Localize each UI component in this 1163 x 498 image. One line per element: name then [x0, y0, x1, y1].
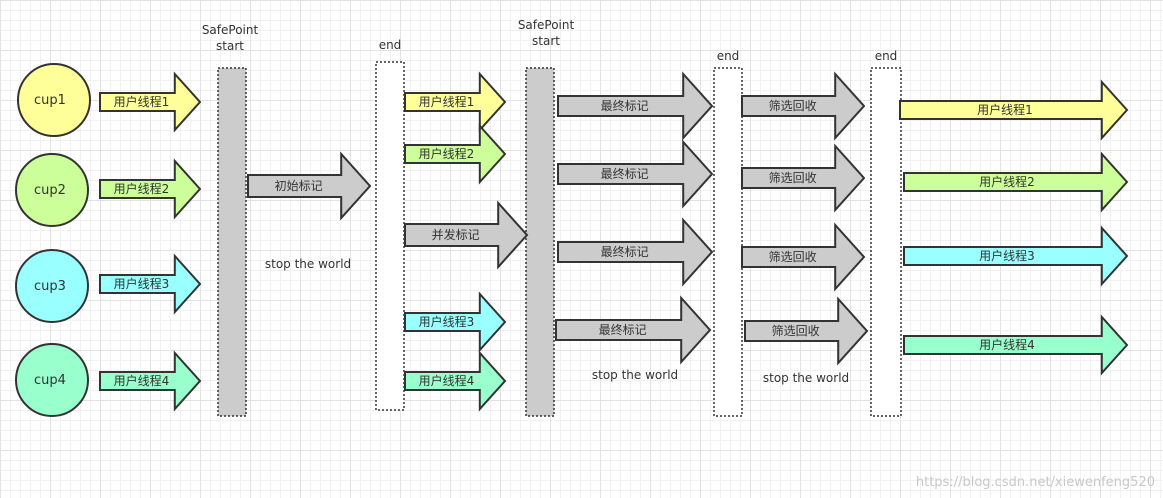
arrow-stage1-thread-1: 用户线程1	[99, 71, 202, 133]
arrow-sweep-2: 筛选回收	[741, 143, 866, 213]
arrow-final-mark-2: 最终标记	[557, 139, 714, 209]
arrow-sweep-2-label: 筛选回收	[769, 170, 817, 185]
arrow-initial-mark-label: 初始标记	[275, 179, 323, 193]
arrow-final-thread-1: 用户线程1	[899, 79, 1129, 141]
arrow-initial-mark: 初始标记	[247, 151, 372, 221]
arrow-sweep-4: 筛选回收	[744, 296, 869, 366]
cpu-label-2: cup2	[34, 183, 66, 198]
arrow-final-mark-1-label: 最终标记	[601, 98, 649, 113]
stw-label-2: stop the world	[592, 368, 678, 382]
arrow-final-mark-3-label: 最终标记	[601, 244, 649, 259]
arrow-stage3-thread-4: 用户线程4	[404, 350, 507, 412]
arrow-final-mark-1-shape	[557, 71, 714, 141]
arrow-final-mark-3: 最终标记	[557, 217, 714, 287]
stw-label-1: stop the world	[265, 257, 351, 271]
cpu-circle-3	[15, 249, 89, 323]
arrow-final-mark-4: 最终标记	[555, 295, 712, 365]
arrow-stage1-thread-2-label: 用户线程2	[114, 181, 170, 196]
arrow-stage3-thread-4-shape	[404, 350, 507, 412]
arrow-final-thread-3-label: 用户线程3	[979, 248, 1035, 263]
arrow-sweep-3: 筛选回收	[741, 222, 866, 292]
arrow-stage1-thread-1-shape	[99, 71, 202, 133]
arrow-concurrent-mark: 并发标记	[404, 200, 529, 270]
stw-label-3: stop the world	[763, 371, 849, 385]
arrow-final-thread-1-label: 用户线程1	[977, 102, 1033, 117]
arrow-final-thread-3: 用户线程3	[903, 225, 1129, 287]
arrow-sweep-4-shape	[744, 296, 869, 366]
watermark-text: https://blog.csdn.net/xiewenfeng520	[916, 475, 1155, 490]
arrow-stage1-thread-2-shape	[99, 158, 202, 220]
arrow-concurrent-mark-shape	[404, 200, 529, 270]
arrow-concurrent-mark-label: 并发标记	[432, 227, 480, 242]
safepoint-bar-2	[525, 67, 555, 417]
arrow-sweep-2-shape	[741, 143, 866, 213]
cpu-label-1: cup1	[34, 93, 66, 108]
arrow-final-mark-4-label: 最终标记	[599, 322, 647, 337]
arrow-final-thread-3-shape	[903, 225, 1129, 287]
arrow-stage3-thread-3: 用户线程3	[404, 291, 507, 353]
cpu-node-1: cup1	[17, 63, 91, 137]
arrow-stage3-thread-1-shape	[404, 71, 507, 133]
arrow-sweep-1-label: 筛选回收	[769, 98, 817, 113]
arrow-final-thread-4-label: 用户线程4	[979, 337, 1035, 352]
arrow-sweep-1-shape	[741, 71, 866, 141]
end-bar-3	[870, 67, 902, 417]
arrow-stage3-thread-3-shape	[404, 291, 507, 353]
arrow-stage1-thread-4-label: 用户线程4	[114, 373, 170, 388]
arrow-stage1-thread-4: 用户线程4	[99, 350, 202, 412]
arrow-stage1-thread-3-label: 用户线程3	[114, 276, 170, 291]
arrow-final-thread-2: 用户线程2	[903, 151, 1129, 213]
cpu-node-2: cup2	[15, 153, 89, 227]
arrow-final-mark-1: 最终标记	[557, 71, 714, 141]
end-label-1: end	[379, 38, 402, 52]
arrow-final-mark-3-shape	[557, 217, 714, 287]
arrow-final-thread-1-shape	[899, 79, 1129, 141]
cpu-label-4: cup4	[34, 373, 66, 388]
arrow-sweep-3-label: 筛选回收	[769, 249, 817, 264]
cpu-node-4: cup4	[15, 343, 89, 417]
arrow-stage3-thread-1: 用户线程1	[404, 71, 507, 133]
arrow-stage1-thread-1-label: 用户线程1	[114, 94, 170, 109]
arrow-stage3-thread-3-label: 用户线程3	[419, 314, 475, 329]
arrow-stage3-thread-4-label: 用户线程4	[419, 373, 475, 388]
end-label-3: end	[875, 49, 898, 63]
arrow-stage1-thread-2: 用户线程2	[99, 158, 202, 220]
cpu-circle-1	[17, 63, 91, 137]
arrow-stage1-thread-3: 用户线程3	[99, 253, 202, 315]
arrow-sweep-4-label: 筛选回收	[772, 323, 820, 338]
cpu-label-3: cup3	[34, 279, 66, 294]
arrow-final-thread-2-label: 用户线程2	[979, 174, 1035, 189]
arrow-stage3-thread-2: 用户线程2	[404, 123, 507, 185]
cpu-node-3: cup3	[15, 249, 89, 323]
arrow-stage3-thread-2-shape	[404, 123, 507, 185]
end-bar-1	[375, 61, 405, 411]
arrow-final-thread-4-shape	[903, 314, 1129, 376]
arrow-stage3-thread-1-label: 用户线程1	[419, 94, 475, 109]
arrow-final-mark-4-shape	[555, 295, 712, 365]
end-bar-2	[713, 67, 743, 417]
arrow-sweep-3-shape	[741, 222, 866, 292]
arrow-sweep-1: 筛选回收	[741, 71, 866, 141]
arrow-final-mark-2-shape	[557, 139, 714, 209]
cpu-circle-4	[15, 343, 89, 417]
end-label-2: end	[717, 49, 740, 63]
arrow-stage1-thread-4-shape	[99, 350, 202, 412]
safepoint-bar-1	[217, 67, 247, 417]
arrow-final-thread-4: 用户线程4	[903, 314, 1129, 376]
arrow-final-mark-2-label: 最终标记	[601, 166, 649, 181]
arrow-final-thread-2-shape	[903, 151, 1129, 213]
arrow-initial-mark-shape	[247, 151, 372, 221]
arrow-stage3-thread-2-label: 用户线程2	[419, 146, 475, 161]
arrow-stage1-thread-3-shape	[99, 253, 202, 315]
cpu-circle-2	[15, 153, 89, 227]
